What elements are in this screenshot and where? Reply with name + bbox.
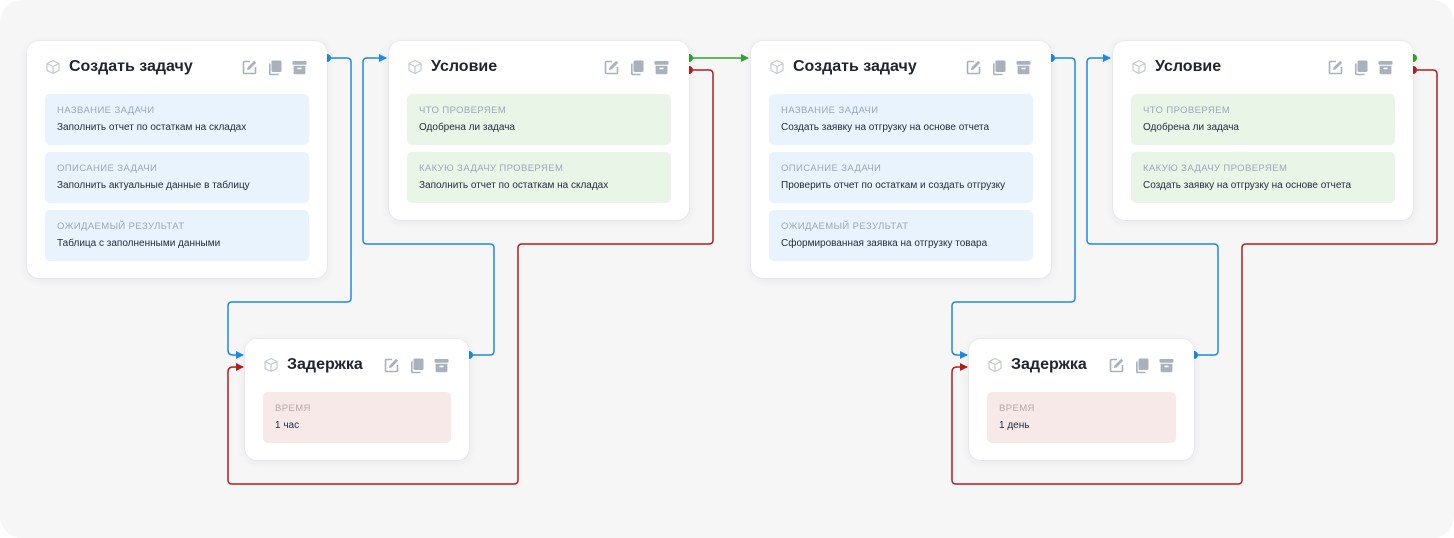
field-task-description[interactable]: Описание задачи Проверить отчет по остат… xyxy=(769,152,1033,203)
node-header: Задержка xyxy=(987,339,1176,391)
field-label: Название задачи xyxy=(57,105,155,116)
field-value: Создать заявку на отгрузку на основе отч… xyxy=(1143,180,1352,191)
node-create-task[interactable]: Создать задачу Название задачи Заполнить… xyxy=(27,41,327,278)
field-value: Таблица с заполненными данными xyxy=(57,238,221,249)
field-label: Ожидаемый результат xyxy=(57,221,185,232)
field-task-name[interactable]: Название задачи Создать заявку на отгруз… xyxy=(769,94,1033,145)
copy-icon[interactable] xyxy=(1351,58,1370,77)
field-value: Заполнить отчет по остаткам на складах xyxy=(419,180,609,191)
field-value: 1 день xyxy=(999,420,1030,431)
field-checked-task[interactable]: Какую задачу проверяем Создать заявку на… xyxy=(1131,152,1395,203)
archive-icon[interactable] xyxy=(290,58,309,77)
node-create-task[interactable]: Создать задачу Название задачи Создать з… xyxy=(751,41,1051,278)
edit-icon[interactable] xyxy=(602,58,621,77)
archive-icon[interactable] xyxy=(1157,356,1176,375)
node-header: Создать задачу xyxy=(769,41,1033,93)
field-what-to-check[interactable]: Что проверяем Одобрена ли задача xyxy=(407,94,671,145)
field-label: Время xyxy=(275,403,311,414)
field-value: Проверить отчет по остаткам и создать от… xyxy=(781,180,1006,191)
node-condition[interactable]: Условие Что проверяем Одобрена ли задача… xyxy=(1113,41,1413,220)
field-delay-time[interactable]: Время 1 час xyxy=(263,392,451,443)
copy-icon[interactable] xyxy=(1132,356,1151,375)
field-value: Заполнить актуальные данные в таблицу xyxy=(57,180,250,191)
connector-condition2-no xyxy=(951,69,1438,485)
node-header: Условие xyxy=(1131,41,1395,93)
field-expected-result[interactable]: Ожидаемый результат Сформированная заявк… xyxy=(769,210,1033,261)
connector-delay1-to-condition1 xyxy=(362,54,495,356)
copy-icon[interactable] xyxy=(627,58,646,77)
cube-icon xyxy=(263,357,279,373)
field-label: Какую задачу проверяем xyxy=(419,163,564,174)
connector-condition1-no xyxy=(227,69,714,485)
archive-icon[interactable] xyxy=(652,58,671,77)
cube-icon xyxy=(45,59,61,75)
node-condition[interactable]: Условие Что проверяем Одобрена ли задача… xyxy=(389,41,689,220)
cube-icon xyxy=(1131,59,1147,75)
field-value: 1 час xyxy=(275,420,300,431)
edit-icon[interactable] xyxy=(382,356,401,375)
field-label: Что проверяем xyxy=(1143,105,1231,116)
field-task-name[interactable]: Название задачи Заполнить отчет по остат… xyxy=(45,94,309,145)
field-label: Описание задачи xyxy=(781,163,882,174)
archive-icon[interactable] xyxy=(432,356,451,375)
field-value: Заполнить отчет по остаткам на складах xyxy=(57,122,247,133)
field-label: Что проверяем xyxy=(419,105,507,116)
field-label: Время xyxy=(999,403,1035,414)
edit-icon[interactable] xyxy=(964,58,983,77)
cube-icon xyxy=(987,357,1003,373)
node-title: Создать задачу xyxy=(793,58,917,75)
field-label: Какую задачу проверяем xyxy=(1143,163,1288,174)
connector-delay2-to-condition2 xyxy=(1086,54,1219,356)
cube-icon xyxy=(407,59,423,75)
archive-icon[interactable] xyxy=(1014,58,1033,77)
node-delay[interactable]: Задержка Время 1 час xyxy=(245,339,469,460)
field-delay-time[interactable]: Время 1 день xyxy=(987,392,1176,443)
field-task-description[interactable]: Описание задачи Заполнить актуальные дан… xyxy=(45,152,309,203)
cube-icon xyxy=(769,59,785,75)
node-title: Условие xyxy=(1155,58,1222,75)
node-header: Создать задачу xyxy=(45,41,309,93)
field-value: Сформированная заявка на отгрузку товара xyxy=(781,238,988,249)
connector-task2-to-delay2 xyxy=(951,57,1076,359)
field-value: Одобрена ли задача xyxy=(1143,122,1239,133)
node-header: Задержка xyxy=(263,339,451,391)
edit-icon[interactable] xyxy=(1107,356,1126,375)
node-delay[interactable]: Задержка Время 1 день xyxy=(969,339,1194,460)
field-value: Создать заявку на отгрузку на основе отч… xyxy=(781,122,990,133)
field-value: Одобрена ли задача xyxy=(419,122,515,133)
field-expected-result[interactable]: Ожидаемый результат Таблица с заполненны… xyxy=(45,210,309,261)
copy-icon[interactable] xyxy=(989,58,1008,77)
copy-icon[interactable] xyxy=(407,356,426,375)
edit-icon[interactable] xyxy=(240,58,259,77)
node-title: Задержка xyxy=(1011,356,1087,373)
node-title: Задержка xyxy=(287,356,363,373)
copy-icon[interactable] xyxy=(265,58,284,77)
field-label: Название задачи xyxy=(781,105,879,116)
field-label: Описание задачи xyxy=(57,163,158,174)
node-title: Создать задачу xyxy=(69,58,193,75)
field-checked-task[interactable]: Какую задачу проверяем Заполнить отчет п… xyxy=(407,152,671,203)
node-title: Условие xyxy=(431,58,498,75)
field-label: Ожидаемый результат xyxy=(781,221,909,232)
edit-icon[interactable] xyxy=(1326,58,1345,77)
archive-icon[interactable] xyxy=(1376,58,1395,77)
node-header: Условие xyxy=(407,41,671,93)
field-what-to-check[interactable]: Что проверяем Одобрена ли задача xyxy=(1131,94,1395,145)
connector-task1-to-delay1 xyxy=(227,57,352,359)
